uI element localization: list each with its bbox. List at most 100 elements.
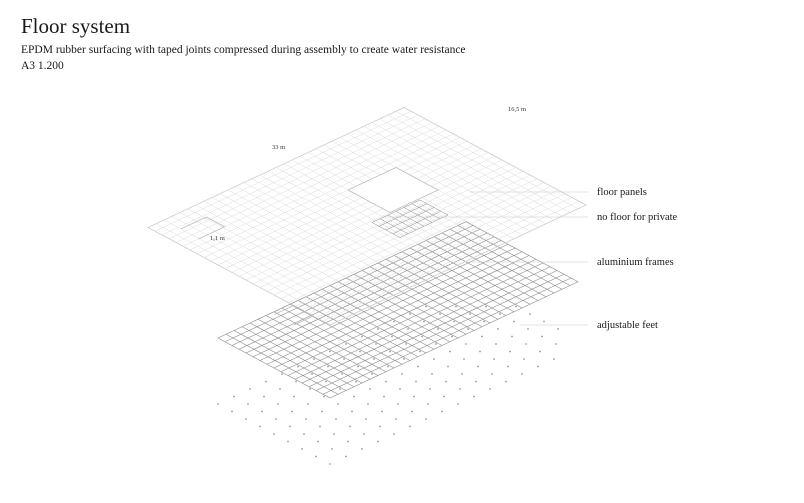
grid-line xyxy=(273,251,523,369)
grid-line xyxy=(266,171,524,292)
foot-point xyxy=(441,410,443,413)
grid-line xyxy=(154,111,412,232)
foot-point xyxy=(359,350,361,353)
floor-panels-layer xyxy=(147,107,587,326)
foot-point xyxy=(447,365,449,368)
scale-note: A3 1.200 xyxy=(21,60,64,72)
foot-point xyxy=(377,328,379,330)
foot-point xyxy=(313,358,315,360)
foot-point xyxy=(433,358,435,360)
foot-point xyxy=(539,350,541,353)
foot-point xyxy=(489,388,491,390)
grid-line xyxy=(266,247,516,365)
foot-point xyxy=(381,410,383,413)
foot-point xyxy=(513,320,515,323)
grid-line xyxy=(238,232,488,350)
foot-point xyxy=(315,455,317,458)
foot-point xyxy=(345,455,347,458)
foot-point xyxy=(413,395,415,398)
foot-point xyxy=(455,305,457,308)
label-floor-panels: floor panels xyxy=(597,187,647,198)
foot-point xyxy=(265,380,267,383)
grid-line xyxy=(161,114,419,236)
adjustable-feet-layer xyxy=(217,305,559,465)
foot-point xyxy=(465,343,467,345)
foot-point xyxy=(339,388,341,390)
grid-line xyxy=(280,255,530,373)
foot-point xyxy=(415,380,417,383)
foot-point xyxy=(305,418,307,420)
foot-point xyxy=(461,373,463,375)
foot-point xyxy=(435,343,437,345)
foot-point xyxy=(507,365,509,368)
foot-point xyxy=(329,350,331,353)
grid-line xyxy=(259,243,509,361)
foot-point xyxy=(217,403,219,405)
foot-point xyxy=(385,380,387,383)
frame-grid xyxy=(217,221,579,399)
grid-line xyxy=(175,122,433,243)
foot-point xyxy=(553,358,555,360)
foot-point xyxy=(355,380,357,383)
foot-point xyxy=(409,425,411,428)
foot-point xyxy=(231,410,233,413)
foot-point xyxy=(369,388,371,390)
foot-point xyxy=(325,380,327,383)
foot-point xyxy=(443,395,445,398)
grid-line xyxy=(231,152,489,273)
grid-line xyxy=(196,133,454,254)
foot-point xyxy=(341,373,343,375)
subtitle: EPDM rubber surfacing with taped joints … xyxy=(21,44,466,56)
grid-line xyxy=(280,178,538,299)
dimension-height: 1,1 m xyxy=(210,235,225,242)
foot-point xyxy=(411,410,413,413)
foot-point xyxy=(361,448,363,450)
grid-line xyxy=(231,228,481,346)
grid-line xyxy=(224,225,474,343)
grid-line xyxy=(287,182,545,303)
foot-point xyxy=(303,433,305,435)
foot-point xyxy=(425,305,427,308)
leader-lines xyxy=(385,191,588,326)
foot-point xyxy=(421,335,423,338)
foot-point xyxy=(281,373,283,375)
grid-line xyxy=(287,258,537,376)
foot-point xyxy=(419,350,421,353)
foot-point xyxy=(525,343,527,345)
foot-point xyxy=(405,343,407,345)
grid-line xyxy=(182,126,440,247)
grid-line xyxy=(329,204,587,326)
foot-point xyxy=(343,358,345,360)
foot-point xyxy=(491,373,493,375)
foot-point xyxy=(321,410,323,413)
foot-point xyxy=(515,305,517,308)
label-aluminium-frames: aluminium frames xyxy=(597,257,674,268)
foot-point xyxy=(453,320,455,323)
grid-line xyxy=(301,266,551,384)
foot-point xyxy=(273,433,275,435)
foot-point xyxy=(383,395,385,398)
foot-point xyxy=(363,433,365,435)
aluminium-frames-layer xyxy=(217,221,579,399)
foot-point xyxy=(395,418,397,420)
grid-line xyxy=(147,107,405,228)
no-floor-void xyxy=(347,167,439,213)
foot-point xyxy=(541,335,543,338)
grid-line xyxy=(238,156,496,277)
foot-point xyxy=(505,380,507,383)
grid-line xyxy=(371,199,421,223)
foot-point xyxy=(377,440,379,443)
foot-point xyxy=(275,418,277,420)
foot-point xyxy=(347,440,349,443)
grid-line xyxy=(252,163,510,284)
grid-line xyxy=(273,174,531,296)
foot-point xyxy=(233,395,235,398)
foot-point xyxy=(349,425,351,428)
foot-point xyxy=(527,328,529,330)
grid-line xyxy=(392,211,442,234)
foot-point xyxy=(293,395,295,398)
foot-point xyxy=(379,425,381,428)
foot-point xyxy=(279,388,281,390)
foot-point xyxy=(367,403,369,405)
foot-point xyxy=(511,335,513,338)
